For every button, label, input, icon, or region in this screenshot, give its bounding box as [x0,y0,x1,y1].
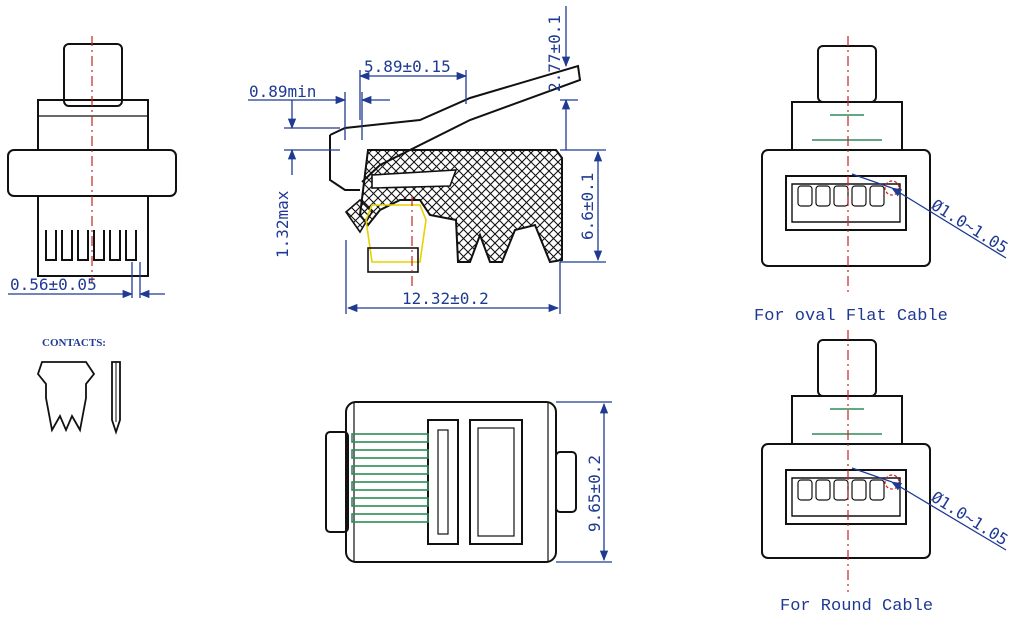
round-cable-caption: For Round Cable [780,597,933,616]
top-view [325,401,577,563]
flat-cable-hole-leader [851,173,1007,259]
side-view-dimensions [248,6,606,314]
min-gap-dimension: 0.89min [249,82,316,101]
side-view [329,64,582,290]
flat-cable-caption: For oval Flat Cable [754,307,948,326]
contacts-label: CONTACTS: [42,337,106,349]
contact-detail [36,361,121,435]
flat-cable-view [761,36,931,296]
front-view [7,36,177,282]
round-cable-hole-dimension: Ø1.0~1.05 [928,487,1012,549]
latch-height-dimension: 2.77±0.1 [545,15,564,92]
contact-width-dimension: 0.56±0.05 [10,275,97,294]
front-view-dimension [8,262,165,299]
flat-cable-hole-dimension: Ø1.0~1.05 [928,195,1012,257]
latch-offset-dimension: 5.89±0.15 [364,57,451,76]
body-length-dimension: 12.32±0.2 [402,289,489,308]
round-cable-hole-leader [851,467,1007,551]
contact-height-dimension: 1.32max [273,190,292,258]
body-height-dimension: 6.6±0.1 [578,173,597,240]
top-view-dimension [556,401,612,563]
body-width-dimension: 9.65±0.2 [585,455,604,532]
round-cable-view [761,330,931,592]
